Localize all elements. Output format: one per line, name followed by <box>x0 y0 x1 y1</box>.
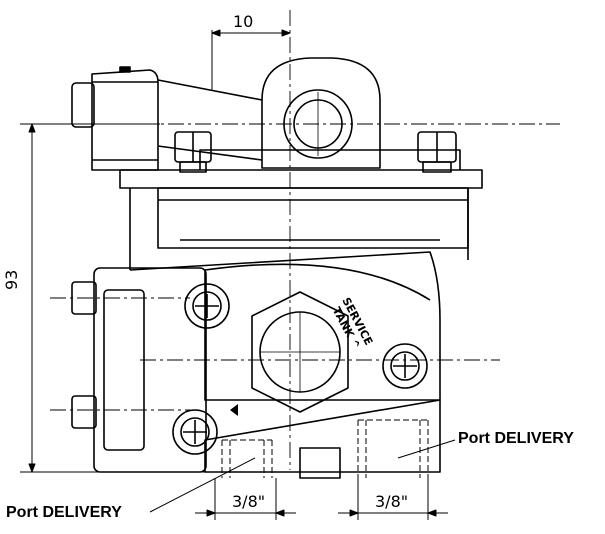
dim-port-right-label: 3/8" <box>375 492 409 511</box>
main-body <box>129 251 441 401</box>
engraving: SERVICE TANK ^ <box>330 295 376 351</box>
dim-port-right <box>338 478 448 520</box>
left-block <box>71 267 207 473</box>
left-cap <box>71 66 159 171</box>
leader-right <box>397 439 456 459</box>
top-cover <box>119 149 483 249</box>
dim-top-offset-label: 10 <box>233 12 254 31</box>
top-bolt-right <box>417 131 457 173</box>
top-bolt-left <box>174 131 212 173</box>
port-left-label: Port DELIVERY <box>6 504 122 521</box>
dim-height-label: 93 <box>2 269 21 290</box>
dim-top-offset <box>211 29 291 90</box>
port-right-label: Port DELIVERY <box>458 430 574 447</box>
leader-left <box>149 457 256 513</box>
dim-port-left <box>195 478 296 520</box>
port-left-threads <box>221 439 273 478</box>
bolt-right <box>382 343 428 389</box>
cover-walls <box>129 188 469 270</box>
lower-housing <box>204 399 441 479</box>
bolt-lower-left <box>172 409 218 455</box>
center-hex <box>251 291 349 413</box>
top-boss <box>261 57 381 169</box>
arm <box>157 79 263 161</box>
arrow-marker <box>230 404 238 416</box>
port-right-threads <box>357 419 429 478</box>
dim-port-left-label: 3/8" <box>232 492 266 511</box>
bolt-upper-left <box>184 283 230 329</box>
